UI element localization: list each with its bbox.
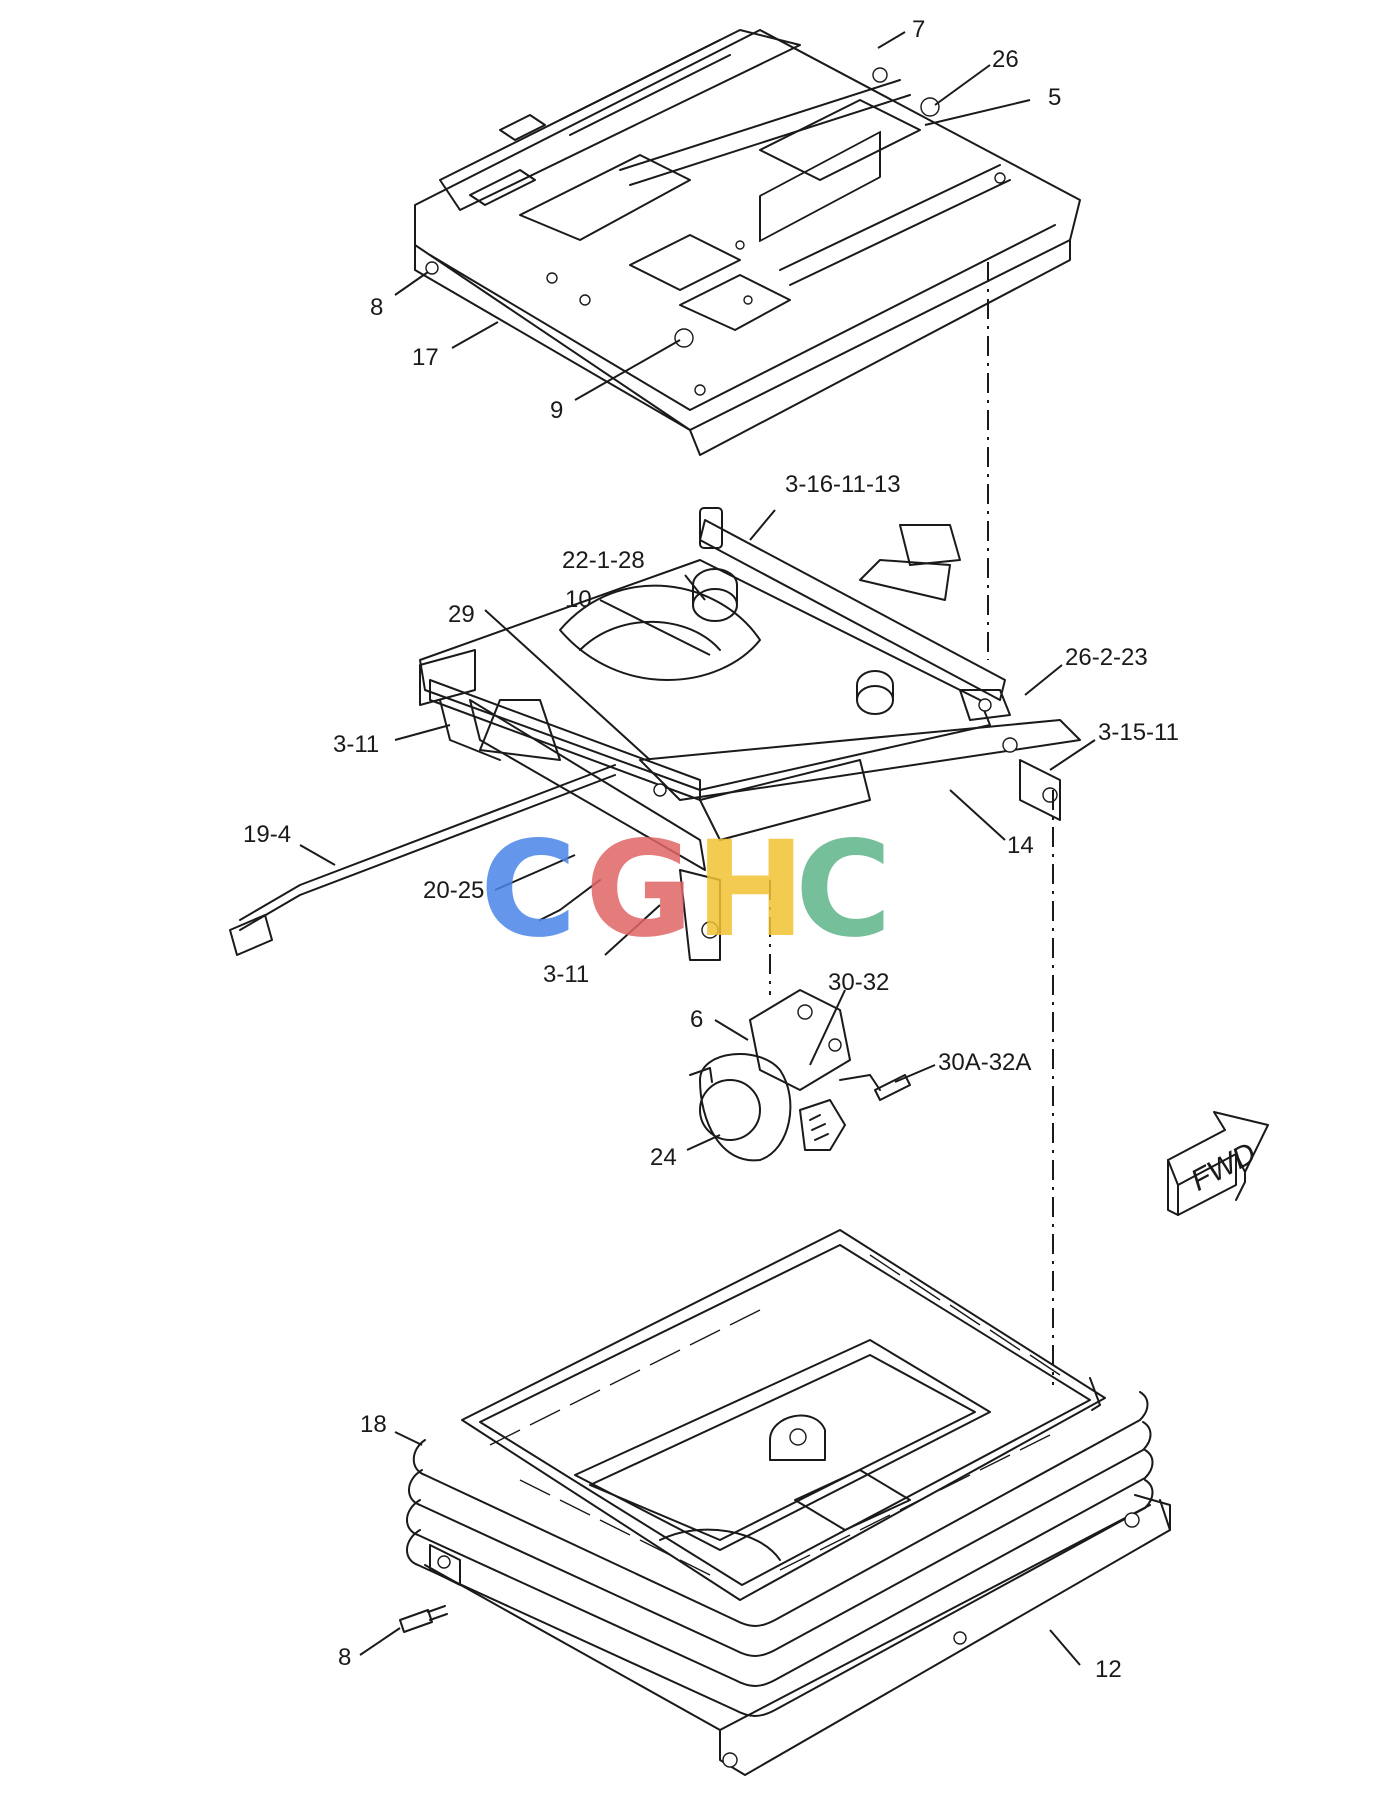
callout-30A-32A: 30A-32A xyxy=(938,1049,1031,1076)
watermark-letter-h: H xyxy=(695,813,805,967)
callout-3-15-11: 3-15-11 xyxy=(1098,719,1179,746)
forward-direction-arrow: FWD xyxy=(1167,1111,1269,1216)
callout-30-32: 30-32 xyxy=(828,969,889,996)
callout-26: 26 xyxy=(992,46,1019,73)
watermark-letter-g: G xyxy=(585,813,693,967)
callout-26-2-23: 26-2-23 xyxy=(1065,644,1148,671)
callout-14: 14 xyxy=(1007,832,1034,859)
callout-3-11-upper: 3-11 xyxy=(333,731,379,758)
callout-9: 9 xyxy=(550,397,563,424)
callout-19-4: 19-4 xyxy=(243,821,291,848)
callout-12: 12 xyxy=(1095,1656,1122,1683)
callout-18: 18 xyxy=(360,1411,387,1438)
callout-3-11-lower: 3-11 xyxy=(543,961,589,988)
callout-29: 29 xyxy=(448,601,475,628)
watermark-letter-c1: C xyxy=(480,813,577,967)
watermark-letter-c2: C xyxy=(795,813,892,967)
callout-7: 7 xyxy=(912,16,925,43)
scissor-mechanism xyxy=(229,507,1081,961)
motor-assembly xyxy=(689,989,911,1162)
seat-slide-plate xyxy=(414,29,1081,456)
callout-20-25: 20-25 xyxy=(423,877,484,904)
callout-labels: 7 26 5 8 17 9 3-16-11-13 22-1-28 10 29 2… xyxy=(243,16,1179,1683)
callout-6: 6 xyxy=(690,1006,703,1033)
cghc-watermark: C G H C xyxy=(480,813,892,967)
assembly-alignment-lines xyxy=(769,262,1054,1385)
callout-8-bottom: 8 xyxy=(338,1644,351,1671)
callout-3-16-11-13: 3-16-11-13 xyxy=(785,471,901,498)
callout-5: 5 xyxy=(1048,84,1061,111)
screw-8-lower xyxy=(399,1605,448,1633)
leader-lines xyxy=(299,31,1096,1666)
callout-24: 24 xyxy=(650,1144,677,1171)
callout-22-1-28: 22-1-28 xyxy=(562,547,645,574)
callout-17: 17 xyxy=(412,344,439,371)
callout-8-top: 8 xyxy=(370,294,383,321)
bellows-base xyxy=(406,1229,1171,1776)
callout-10: 10 xyxy=(565,586,592,613)
